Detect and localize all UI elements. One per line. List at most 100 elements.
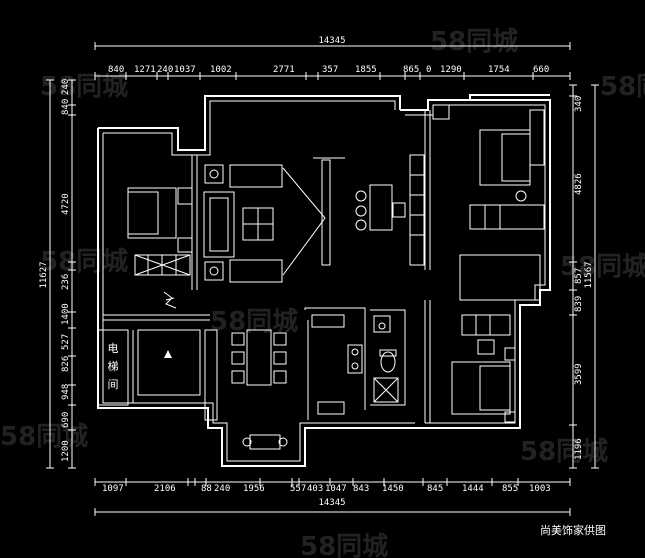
top-dim: 1855 bbox=[355, 65, 377, 75]
top-dim: 1002 bbox=[210, 65, 232, 75]
top-dim: 865 bbox=[403, 65, 419, 75]
tv-wall bbox=[321, 159, 331, 266]
watermark-bottom: 58同城 bbox=[300, 532, 388, 558]
bedroom-bottom-right bbox=[451, 314, 516, 423]
left-dim: 948 bbox=[61, 384, 71, 400]
bottom-dim: 855 bbox=[502, 484, 518, 494]
right-dim: 4826 bbox=[574, 173, 584, 195]
watermark-right-bottom: 58同城 bbox=[520, 437, 608, 467]
top-dim: 240 bbox=[157, 65, 173, 75]
watermark-left-bottom: 58同城 bbox=[0, 422, 88, 452]
dining-table bbox=[246, 329, 272, 386]
bottom-dimensions: 1097 2106 88 240 1956 557 403 1047 843 1… bbox=[94, 478, 571, 516]
bed bbox=[451, 361, 511, 415]
wardrobe bbox=[461, 314, 511, 336]
bottom-dim: 88 bbox=[201, 484, 212, 494]
shower bbox=[373, 377, 399, 403]
top-dim: 1290 bbox=[440, 65, 462, 75]
stove bbox=[347, 344, 363, 374]
watermark-left-mid: 58同城 bbox=[40, 247, 128, 277]
left-dim: 4720 bbox=[61, 193, 71, 215]
left-dim: 1400 bbox=[61, 303, 71, 325]
dining-top bbox=[355, 154, 425, 266]
bottom-dim: 403 bbox=[307, 484, 323, 494]
top-dimensions: 14345 840 1271 240 1037 1002 2771 357 18… bbox=[94, 36, 571, 80]
bottom-dim: 1444 bbox=[462, 484, 484, 494]
top-dim: 840 bbox=[108, 65, 124, 75]
watermark-right-top: 58同城 bbox=[600, 72, 645, 102]
top-dim: 0 bbox=[426, 65, 431, 75]
bottom-dim: 1450 bbox=[382, 484, 404, 494]
watermark-center: 58同城 bbox=[210, 307, 298, 337]
left-dim: 240 bbox=[61, 79, 71, 95]
cabinet bbox=[204, 329, 218, 421]
sink bbox=[317, 401, 345, 415]
bottom-total-dim: 14345 bbox=[318, 498, 345, 508]
kitchen bbox=[307, 314, 363, 420]
plant-icon bbox=[163, 291, 177, 309]
dining-table bbox=[369, 184, 393, 231]
top-dim: 1754 bbox=[488, 65, 510, 75]
bedroom-top-right bbox=[432, 104, 545, 230]
armchair-row bbox=[229, 164, 283, 188]
left-dimensions: 11627 840 240 4720 236 1400 527 826 948 … bbox=[39, 79, 76, 469]
watermark-left-top: 58同城 bbox=[40, 72, 128, 102]
left-total-dim: 11627 bbox=[39, 261, 49, 288]
left-dim: 690 bbox=[61, 412, 71, 428]
stair-hall bbox=[137, 329, 201, 396]
interior-walls bbox=[103, 110, 541, 423]
nightstand bbox=[177, 237, 193, 253]
sofa bbox=[203, 191, 235, 258]
right-dim: 839 bbox=[574, 296, 584, 312]
elevator-shaft bbox=[97, 329, 129, 406]
living-room bbox=[203, 157, 345, 283]
top-dim: 1271 bbox=[134, 65, 156, 75]
dining-bottom bbox=[231, 329, 288, 450]
bed bbox=[479, 129, 531, 186]
bedroom-left bbox=[127, 187, 193, 309]
bathroom bbox=[373, 315, 399, 403]
left-dim: 236 bbox=[61, 274, 71, 290]
tv-angle bbox=[282, 167, 326, 276]
bottom-dim: 845 bbox=[427, 484, 443, 494]
left-dim: 840 bbox=[61, 99, 71, 115]
balcony-table bbox=[249, 434, 281, 450]
image-caption: 尚美饰家供图 bbox=[540, 523, 606, 537]
bottom-dim: 1047 bbox=[325, 484, 347, 494]
sideboard bbox=[409, 154, 425, 266]
right-dim: 857 bbox=[574, 268, 584, 284]
toilet bbox=[380, 351, 396, 373]
bottom-dim: 2106 bbox=[154, 484, 176, 494]
desk bbox=[469, 204, 545, 230]
bottom-dim: 843 bbox=[353, 484, 369, 494]
bottom-dim: 1097 bbox=[102, 484, 124, 494]
wardrobe bbox=[529, 109, 545, 166]
bed bbox=[127, 187, 177, 239]
bottom-dim: 240 bbox=[214, 484, 230, 494]
top-dim-labels: 840 1271 240 1037 1002 2771 357 1855 865… bbox=[108, 65, 549, 75]
elevator: 电 梯 间 bbox=[97, 329, 218, 421]
watermark-top: 58同城 bbox=[430, 27, 518, 57]
top-dim: 357 bbox=[322, 65, 338, 75]
right-dim: 3599 bbox=[574, 363, 584, 385]
watermark-group: 58同城 58同城 58同城 58同城 58同城 58同城 58同城 58同城 … bbox=[0, 27, 645, 558]
nightstand bbox=[177, 187, 193, 205]
bottom-dim: 1003 bbox=[529, 484, 551, 494]
top-total-dim: 14345 bbox=[318, 36, 345, 46]
left-dim: 527 bbox=[61, 334, 71, 350]
armchair-row bbox=[229, 259, 283, 283]
elevator-label-char: 电 bbox=[108, 342, 119, 355]
elevator-label-char: 间 bbox=[108, 378, 119, 391]
left-dim: 826 bbox=[61, 356, 71, 372]
basin bbox=[373, 315, 391, 333]
up-arrow-icon bbox=[164, 350, 172, 358]
bottom-dim: 557 bbox=[290, 484, 306, 494]
top-dim: 660 bbox=[533, 65, 549, 75]
top-dim: 2771 bbox=[273, 65, 295, 75]
top-dim: 1037 bbox=[174, 65, 196, 75]
watermark-right-mid: 58同城 bbox=[560, 252, 645, 282]
right-dim: 340 bbox=[574, 96, 584, 112]
bottom-dim-labels: 1097 2106 88 240 1956 557 403 1047 843 1… bbox=[102, 484, 551, 494]
